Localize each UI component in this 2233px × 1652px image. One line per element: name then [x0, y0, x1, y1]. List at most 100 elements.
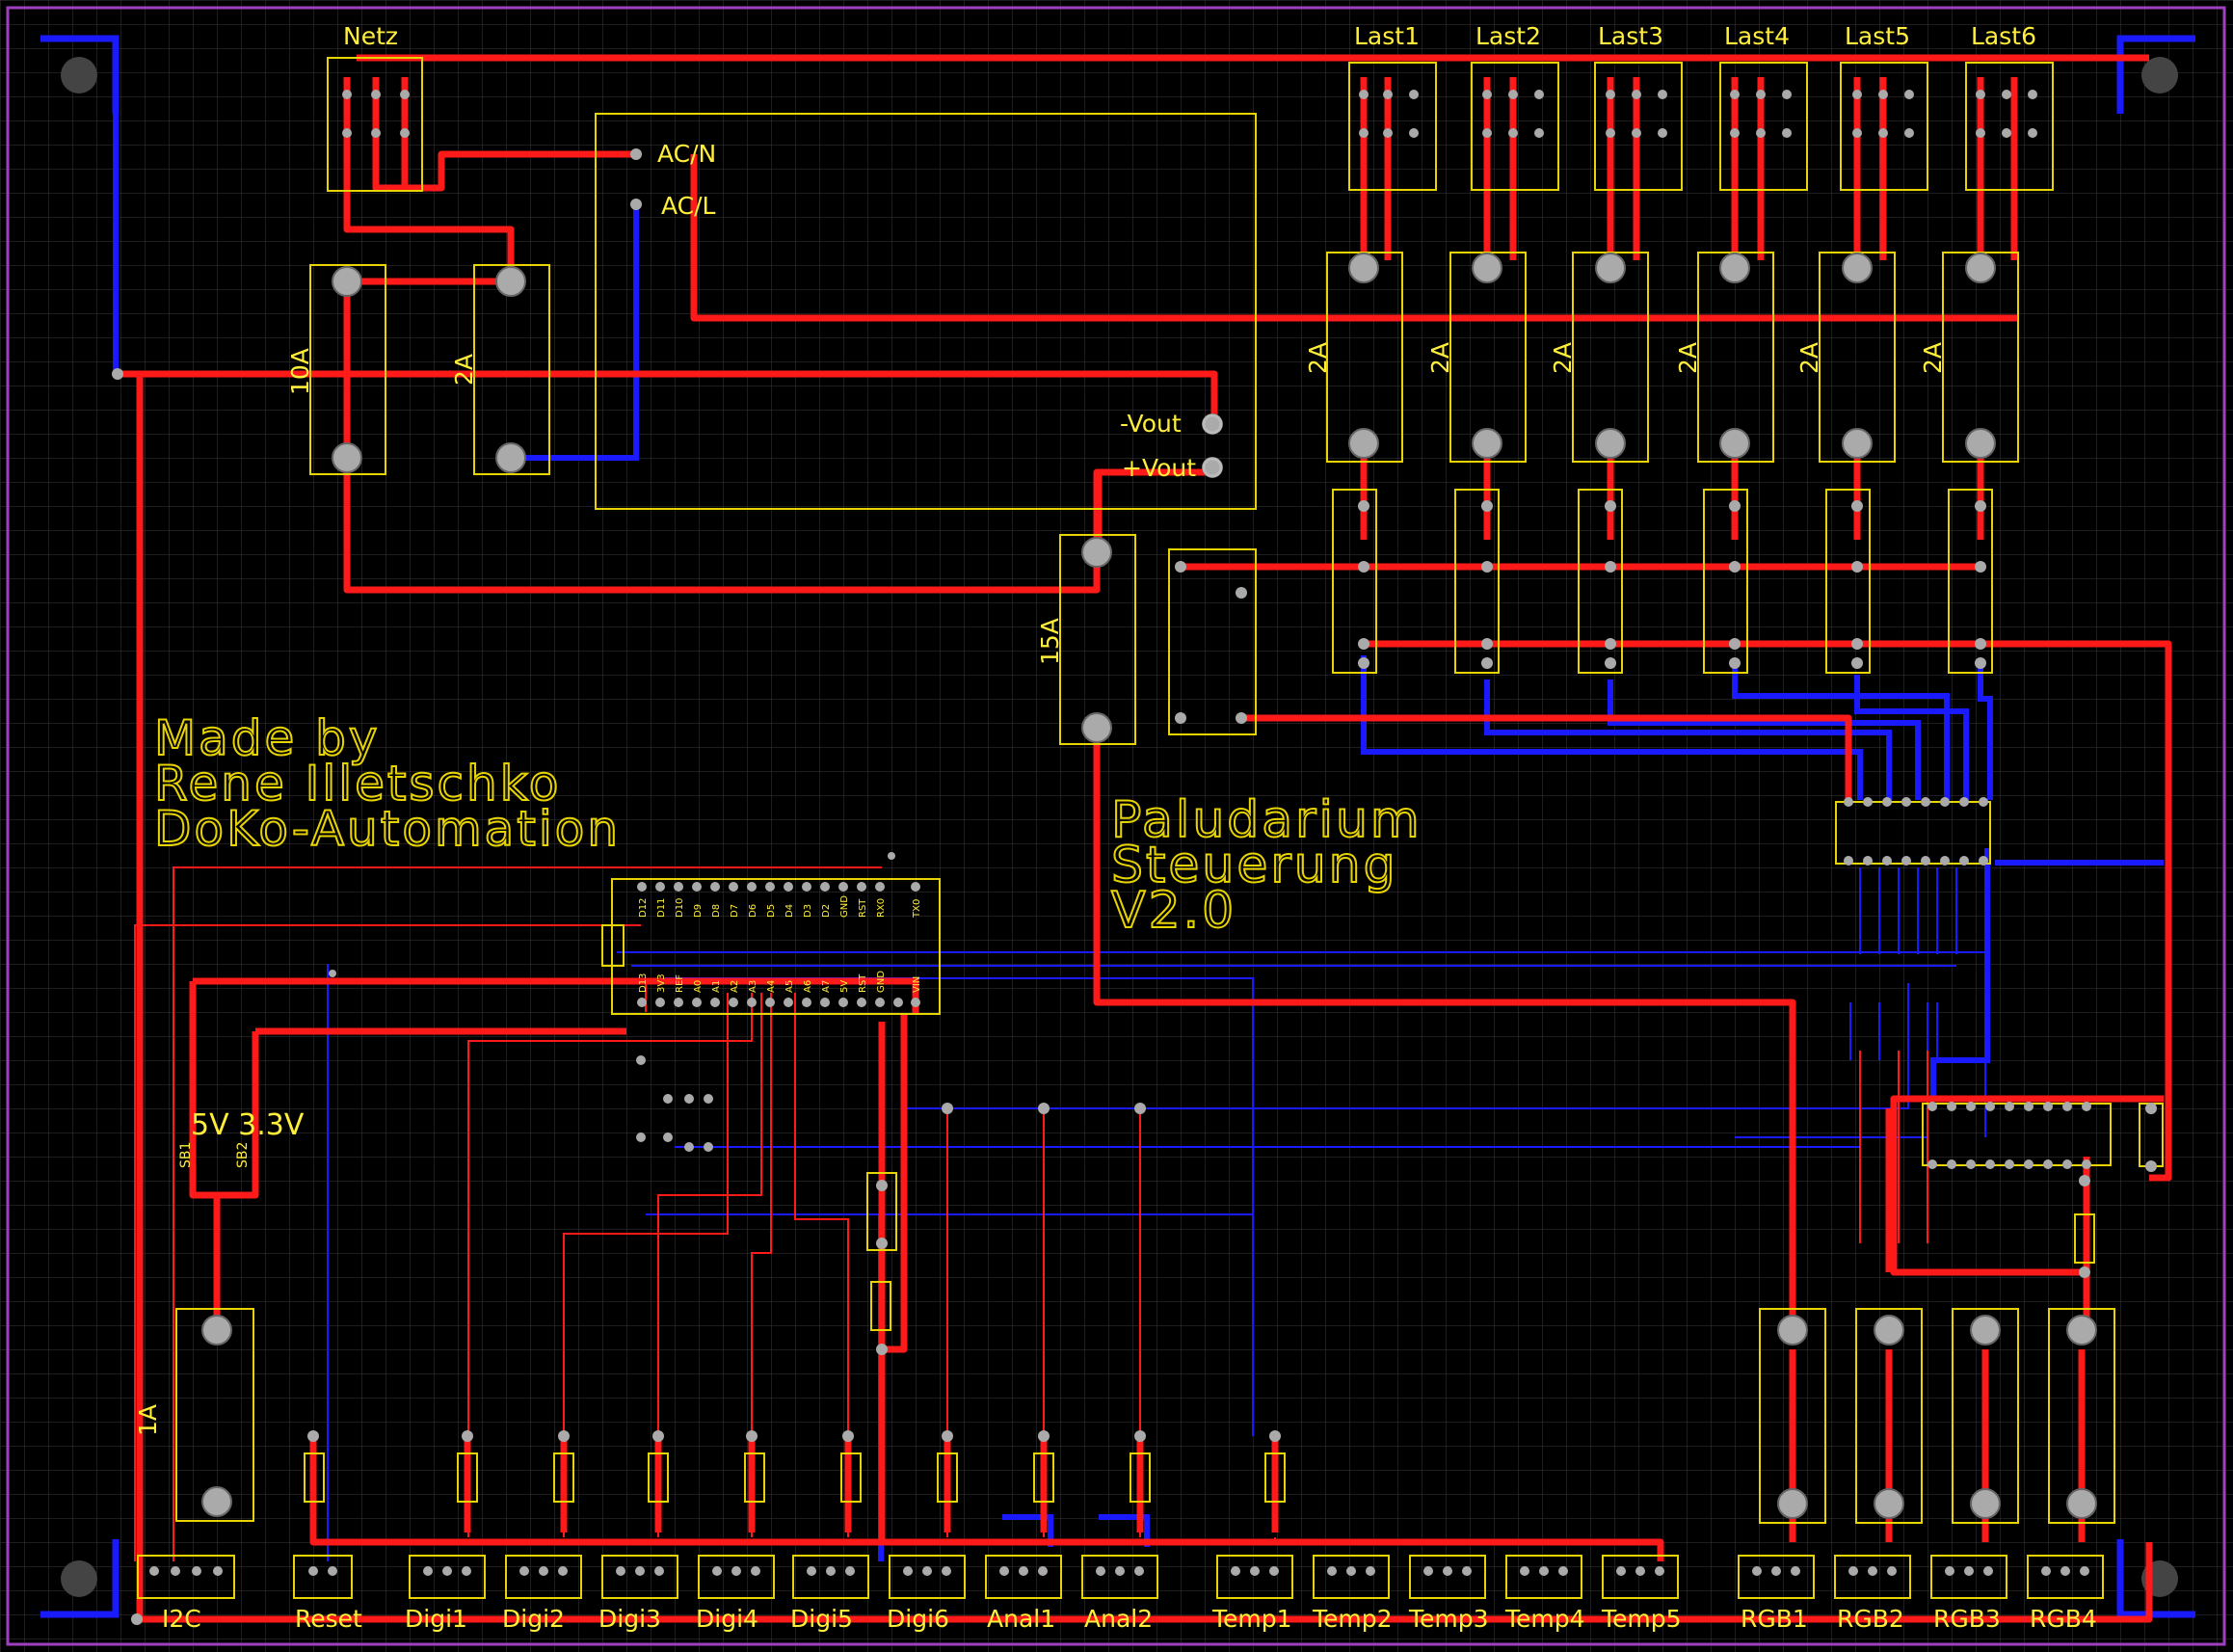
fuse-dc-rating: 15A: [1036, 618, 1064, 665]
anal1-label: Anal1: [987, 1605, 1055, 1633]
svg-text:A4: A4: [766, 980, 777, 993]
svg-text:RST: RST: [858, 973, 868, 993]
load2-label: Last2: [1475, 22, 1541, 50]
bottom-connector-pins: [149, 1566, 2089, 1576]
fuse-holder-logic: [175, 1308, 254, 1522]
svg-text:RX0: RX0: [876, 898, 887, 918]
credit-line-3: DoKo-Automation: [154, 801, 621, 857]
fuse-load4-rating: 2A: [1674, 342, 1702, 374]
fuse-logic-rating: 1A: [134, 1404, 162, 1436]
load1-connector: [1348, 62, 1437, 191]
svg-text:A7: A7: [821, 980, 832, 993]
load6-connector: [1965, 62, 2054, 191]
load4-label: Last4: [1724, 22, 1790, 50]
power-supply-module: [595, 113, 1257, 510]
temp4-label: Temp4: [1504, 1605, 1585, 1633]
bottom-connectors: [137, 1555, 2104, 1599]
fuse-load5-rating: 2A: [1795, 342, 1823, 374]
fuse-load2-rating: 2A: [1426, 342, 1454, 374]
load4-connector: [1719, 62, 1808, 191]
ac-n-label: AC/N: [657, 140, 716, 168]
arduino-bottom-pin-labels: D13 3V3 REF A0 A1 A2 A3 A4 A5 A6 A7 5V R…: [638, 971, 922, 993]
svg-text:D4: D4: [784, 904, 795, 918]
svg-text:A2: A2: [730, 980, 740, 993]
digi2-label: Digi2: [502, 1605, 565, 1633]
load2-connector: [1471, 62, 1559, 191]
svg-text:A5: A5: [784, 980, 795, 993]
svg-text:D6: D6: [748, 904, 758, 918]
mains-label: Netz: [343, 22, 398, 50]
svg-text:D2: D2: [821, 904, 832, 918]
svg-text:D11: D11: [656, 898, 667, 918]
fuse-holder-psu: [473, 264, 550, 475]
small-pads: [112, 148, 2157, 1625]
title-line-1: Paludarium: [1111, 791, 1422, 849]
relay-dc: [1168, 548, 1257, 735]
arduino-header-pins: [637, 882, 920, 1007]
fuse-load3-rating: 2A: [1549, 342, 1577, 374]
svg-text:D5: D5: [766, 904, 777, 918]
fuse-load1-rating: 2A: [1304, 342, 1332, 374]
svg-text:A3: A3: [748, 980, 758, 993]
svg-text:D3: D3: [803, 904, 813, 918]
svg-text:D10: D10: [675, 898, 685, 918]
load5-label: Last5: [1845, 22, 1910, 50]
digi3-label: Digi3: [598, 1605, 661, 1633]
rgb4-label: RGB4: [2030, 1605, 2097, 1633]
shift-register-chip: [1835, 801, 1991, 865]
driver-chip: [1922, 1103, 2112, 1166]
svg-text:RST: RST: [858, 898, 868, 918]
rgb1-label: RGB1: [1741, 1605, 1808, 1633]
ac-l-label: AC/L: [661, 192, 716, 220]
digi5-label: Digi5: [790, 1605, 853, 1633]
rgb2-label: RGB2: [1837, 1605, 1904, 1633]
fuse-main-rating: 10A: [286, 348, 314, 395]
title-line-3: V2.0: [1111, 882, 1236, 940]
temp3-label: Temp3: [1408, 1605, 1489, 1633]
mains-connector: [327, 57, 423, 192]
anal2-label: Anal2: [1084, 1605, 1153, 1633]
resistors: [304, 1213, 2095, 1503]
temp2-label: Temp2: [1312, 1605, 1393, 1633]
svg-text:GND: GND: [839, 895, 850, 918]
sb1-label: SB1: [178, 1142, 194, 1168]
sb2-label: SB2: [235, 1142, 251, 1168]
load3-label: Last3: [1598, 22, 1663, 50]
digi6-label: Digi6: [887, 1605, 949, 1633]
svg-text:GND: GND: [876, 971, 887, 993]
fuse-psu-rating: 2A: [450, 354, 478, 386]
title-line-2: Steuerung: [1111, 837, 1398, 894]
rgb3-label: RGB3: [1933, 1605, 2001, 1633]
fuse-holder-main: [309, 264, 386, 475]
svg-text:3V3: 3V3: [656, 973, 667, 993]
svg-text:D13: D13: [638, 973, 649, 993]
board-outline: [6, 6, 2226, 1646]
load1-label: Last1: [1354, 22, 1420, 50]
svg-text:D12: D12: [638, 898, 649, 918]
vout-pos-label: +Vout: [1122, 454, 1196, 482]
svg-text:A1: A1: [711, 980, 722, 993]
fuse-holder-dc: [1059, 534, 1136, 745]
credit-line-1: Made by: [154, 710, 381, 766]
svg-text:TX0: TX0: [912, 899, 922, 919]
ic-pins: [1844, 797, 2091, 1169]
reset-label: Reset: [295, 1605, 362, 1633]
bottom-thick-traces: [113, 77, 2164, 1561]
load5-connector: [1840, 62, 1928, 191]
svg-text:A0: A0: [693, 980, 704, 993]
temp1-label: Temp1: [1211, 1605, 1292, 1633]
svg-text:A6: A6: [803, 980, 813, 993]
svg-text:REF: REF: [675, 974, 685, 993]
svg-text:D9: D9: [693, 904, 704, 918]
credit-line-2: Rene Illetschko: [154, 756, 562, 812]
fuse-load6-rating: 2A: [1919, 342, 1947, 374]
i2c-label: I2C: [162, 1605, 201, 1633]
vout-neg-label: -Vout: [1120, 410, 1182, 438]
svg-text:VIN: VIN: [912, 976, 922, 993]
digi4-label: Digi4: [696, 1605, 758, 1633]
svg-text:D8: D8: [711, 904, 722, 918]
arduino-nano: [611, 878, 941, 1015]
connector-pins: [342, 90, 2037, 138]
voltage-select-label: 5V 3.3V: [191, 1108, 305, 1142]
